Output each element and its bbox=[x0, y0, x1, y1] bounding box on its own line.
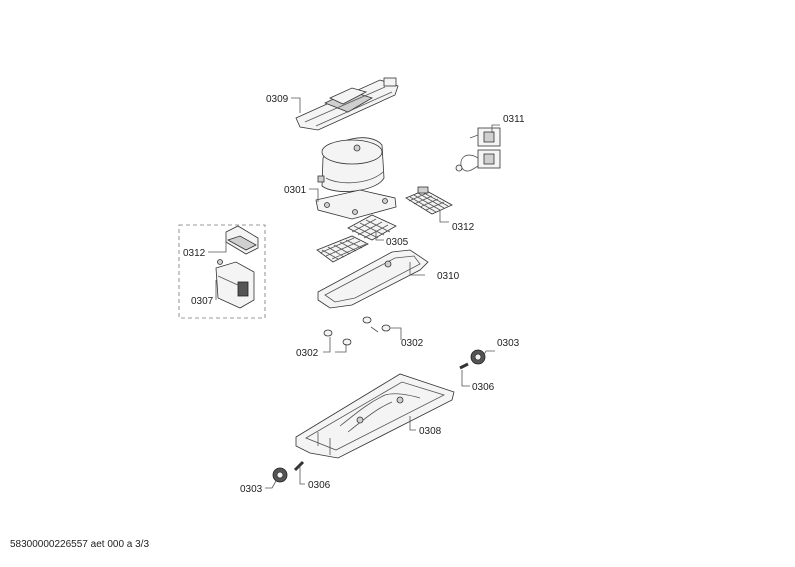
label-0310: 0310 bbox=[437, 271, 460, 282]
leader-lines bbox=[208, 97, 500, 489]
label-0312-box: 0312 bbox=[183, 248, 206, 259]
label-0305: 0305 bbox=[386, 237, 409, 248]
label-0303-bottom: 0303 bbox=[240, 484, 263, 495]
label-0306-bottom: 0306 bbox=[308, 480, 331, 491]
part-0303-roller-bottom bbox=[272, 460, 305, 483]
part-0310-tray bbox=[316, 235, 429, 309]
part-0309-cover bbox=[295, 77, 399, 131]
label-0309: 0309 bbox=[266, 94, 289, 105]
label-0302-left: 0302 bbox=[296, 348, 319, 359]
part-0305-grid bbox=[347, 214, 397, 241]
part-group-box bbox=[178, 224, 266, 319]
part-0303-roller-right bbox=[459, 349, 486, 370]
document-id: 58300000226557 aet 000 a 3/3 bbox=[10, 539, 150, 550]
part-0302-feet bbox=[323, 316, 391, 346]
label-0303-right: 0303 bbox=[497, 338, 520, 349]
label-0312-right: 0312 bbox=[452, 222, 475, 233]
label-0308: 0308 bbox=[419, 426, 442, 437]
label-0306-right: 0306 bbox=[472, 382, 495, 393]
label-0301: 0301 bbox=[284, 185, 307, 196]
label-0302-right: 0302 bbox=[401, 338, 424, 349]
part-0301-compressor bbox=[315, 137, 397, 220]
part-0311-relay bbox=[455, 127, 501, 172]
label-0307: 0307 bbox=[191, 296, 214, 307]
part-0308-base bbox=[295, 373, 455, 459]
part-0312-grid-right bbox=[405, 186, 453, 215]
label-0311: 0311 bbox=[503, 114, 525, 125]
